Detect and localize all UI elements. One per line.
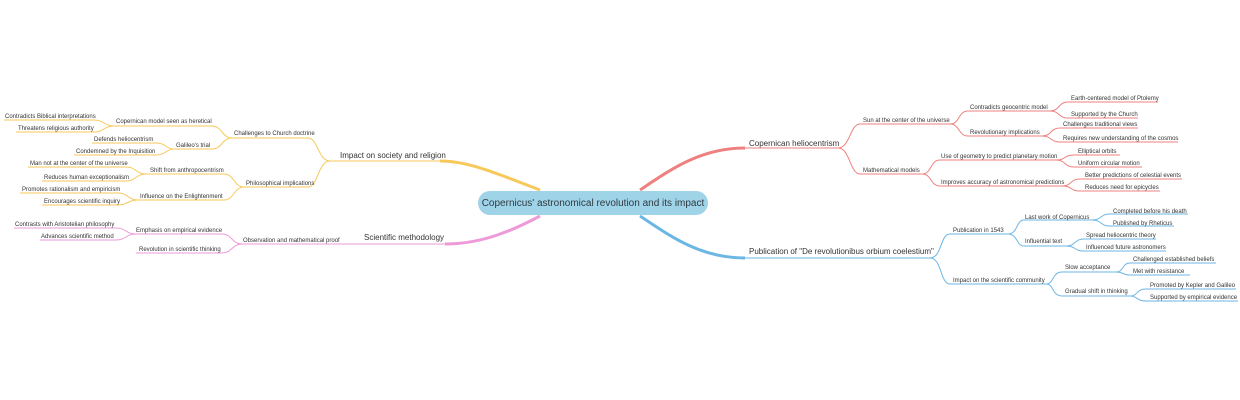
method-label: Scientific methodology: [364, 233, 444, 242]
enlightenment-label: Influence on the Enlightenment: [140, 194, 223, 200]
heretical-label: Copernican model seen as heretical: [116, 119, 212, 125]
branch-society: [4, 119, 440, 206]
leaf-challenged-beliefs: Challenged established beliefs: [1133, 257, 1214, 263]
leaf-resistance: Met with resistance: [1133, 269, 1185, 275]
contradicts-geocentric-label: Contradicts geocentric model: [970, 105, 1048, 111]
sun-center-label: Sun at the center of the universe: [863, 118, 950, 124]
branch-publication: [745, 213, 1238, 302]
connector-method: [444, 214, 541, 246]
anthropocentrism-label: Shift from anthropocentrism: [150, 168, 224, 174]
root-topic-label: Copernicus' astronomical revolution and …: [481, 197, 705, 209]
leaf-rationalism: Promotes rationalism and empiricism: [22, 187, 120, 193]
galileo-trial-label: Galileo's trial: [176, 143, 210, 149]
observation-label: Observation and mathematical proof: [243, 238, 340, 244]
influential-text-label: Influential text: [1025, 239, 1062, 245]
empirical-emphasis-label: Emphasis on empirical evidence: [136, 228, 223, 234]
heliocentrism-label: Copernican heliocentrism: [749, 139, 840, 148]
last-work-label: Last work of Copernicus: [1025, 215, 1089, 221]
leaf-epicycles: Reduces need for epicycles: [1085, 185, 1159, 191]
scientific-community-label: Impact on the scientific community: [953, 278, 1045, 284]
accuracy-label: Improves accuracy of astronomical predic…: [941, 180, 1064, 186]
leaf-circular-motion: Uniform circular motion: [1078, 161, 1140, 167]
leaf-religious-authority: Threatens religious authority: [18, 126, 94, 132]
revolution-thinking-label: Revolution in scientific thinking: [139, 247, 221, 253]
root-topic-node[interactable]: Copernicus' astronomical revolution and …: [478, 191, 708, 215]
leaf-empirical-support: Supported by empirical evidence: [1150, 295, 1238, 301]
branch-method: [14, 227, 445, 254]
leaf-celestial-events: Better predictions of celestial events: [1085, 173, 1181, 179]
publication-label: Publication of "De revolutionibus orbium…: [749, 247, 934, 256]
leaf-biblical: Contradicts Biblical interpretations: [5, 114, 96, 120]
leaf-kepler-galileo: Promoted by Kepler and Galileo: [1150, 283, 1236, 289]
revolutionary-implications-label: Revolutionary implications: [970, 130, 1040, 136]
leaf-exceptionalism: Reduces human exceptionalism: [44, 175, 129, 181]
leaf-aristotelian: Contrasts with Aristotelian philosophy: [15, 222, 114, 228]
leaf-inquisition: Condemned by the Inquisition: [76, 149, 155, 155]
leaf-man-not-center: Man not at the center of the universe: [30, 161, 128, 167]
society-label: Impact on society and religion: [340, 151, 446, 160]
leaf-spread-theory: Spread heliocentric theory: [1086, 233, 1156, 239]
gradual-shift-label: Gradual shift in thinking: [1065, 289, 1128, 295]
leaf-church-support: Supported by the Church: [1071, 112, 1138, 118]
branch-heliocentrism: [745, 101, 1182, 192]
geometry-prediction-label: Use of geometry to predict planetary mot…: [941, 154, 1057, 160]
slow-acceptance-label: Slow acceptance: [1065, 265, 1111, 271]
connector-publication: [639, 214, 746, 260]
leaf-ptolemy: Earth-centered model of Ptolemy: [1071, 96, 1159, 102]
leaf-future-astronomers: Influenced future astronomers: [1086, 245, 1166, 251]
leaf-rheticus: Published by Rheticus: [1113, 221, 1172, 227]
leaf-elliptical-orbits: Elliptical orbits: [1078, 149, 1116, 155]
leaf-new-understanding: Requires new understanding of the cosmos: [1063, 136, 1178, 142]
connector-society: [439, 159, 541, 192]
philosophical-label: Philosophical implications: [246, 181, 314, 187]
leaf-scientific-method: Advances scientific method: [41, 234, 114, 240]
leaf-inquiry: Encourages scientific inquiry: [44, 199, 120, 205]
math-models-label: Mathematical models: [863, 168, 920, 174]
pub-1543-label: Publication in 1543: [953, 228, 1004, 234]
leaf-defends-heliocentrism: Defends heliocentrism: [94, 137, 153, 143]
connector-heliocentrism: [639, 146, 746, 192]
church-doctrine-label: Challenges to Church doctrine: [234, 131, 315, 137]
leaf-before-death: Completed before his death: [1113, 209, 1187, 215]
leaf-traditional-views: Challenges traditional views: [1063, 122, 1137, 128]
